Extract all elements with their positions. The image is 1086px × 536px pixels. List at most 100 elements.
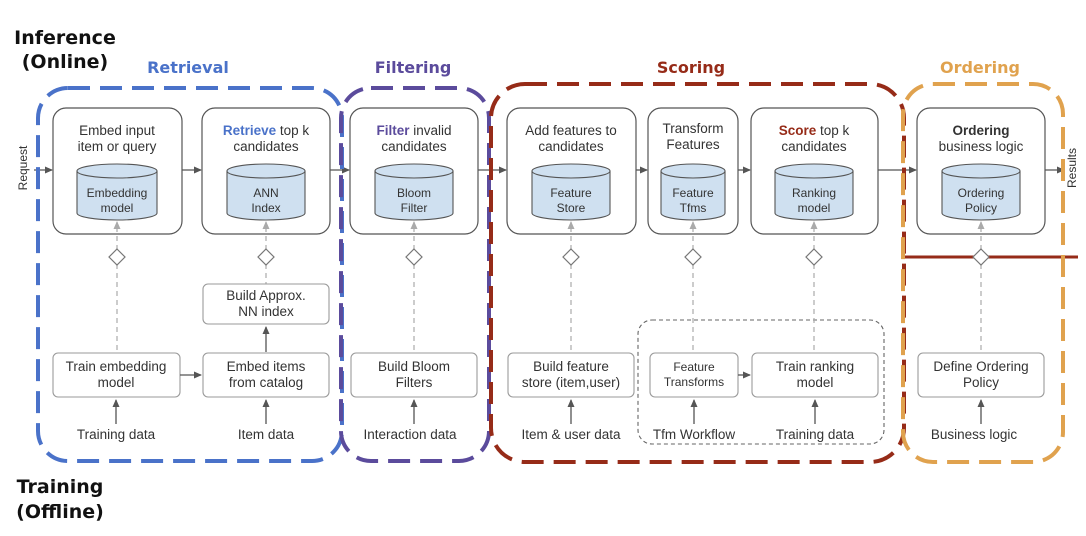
training-heading-line2: (Offline) (16, 501, 104, 523)
component-transform: Transform Features Feature Tfms (647, 107, 739, 235)
filter-keyword: Filter (376, 123, 410, 138)
filter-title-line1: Filter invalid (376, 123, 451, 138)
diamond-markers (108, 248, 990, 266)
feature-tfms-label-1: Feature (672, 186, 714, 200)
feature-transforms-line2: Transforms (664, 375, 724, 389)
source-item-user-data: Item & user data (521, 427, 621, 442)
build-bloom-line2: Filters (396, 375, 433, 390)
stage-boundary-ordering (901, 82, 1065, 464)
diamond-marker (257, 248, 275, 266)
features-title-line2: candidates (538, 139, 604, 154)
ann-index-label-1: ANN (253, 186, 278, 200)
embed-items-line2: from catalog (229, 375, 303, 390)
build-bloom-line1: Build Bloom (378, 359, 450, 374)
training-embed-items: Embed items from catalog (202, 352, 330, 398)
component-ordering: Ordering business logic Ordering Policy (916, 107, 1046, 235)
diamond-marker (805, 248, 823, 266)
stage-title-retrieval: Retrieval (147, 58, 229, 77)
ordering-policy-label-1: Ordering (958, 186, 1005, 200)
diamond-marker (972, 248, 990, 266)
component-retrieve: Retrieve top k candidates ANN Index (201, 107, 331, 235)
score-title-line2: candidates (781, 139, 847, 154)
source-training-data: Training data (77, 427, 156, 442)
feature-store-label-2: Store (557, 201, 586, 215)
stage-title-ordering: Ordering (940, 58, 1020, 77)
filter-title-line2: candidates (381, 139, 447, 154)
retrieve-keyword: Retrieve (223, 123, 277, 138)
source-business-logic: Business logic (931, 427, 1018, 442)
transform-title-line1: Transform (662, 121, 723, 136)
build-ann-line2: NN index (238, 304, 294, 319)
component-features: Add features to candidates Feature Store (506, 107, 637, 235)
retrieve-title-line2: candidates (233, 139, 299, 154)
stage-title-filtering: Filtering (375, 58, 452, 77)
database-icon (531, 163, 611, 221)
component-score: Score top k candidates Ranking model (750, 107, 879, 235)
retrieve-title-line1: Retrieve top k (223, 123, 310, 138)
build-feature-store-line2: store (item,user) (522, 375, 620, 390)
bloom-filter-label-2: Filter (401, 201, 428, 215)
feature-transforms-line1: Feature (673, 360, 715, 374)
dashed-connectors (113, 221, 985, 352)
embed-title-line1: Embed input (79, 123, 155, 138)
component-filter: Filter invalid candidates Bloom Filter (349, 107, 479, 235)
database-icon (941, 163, 1021, 221)
embedding-model-label-2: model (101, 201, 134, 215)
training-heading-line1: Training (17, 476, 104, 498)
diamond-marker (684, 248, 702, 266)
ann-index-label-2: Index (251, 201, 280, 215)
training-train-embedding: Train embedding model (52, 352, 181, 398)
score-title-rest: top k (816, 123, 849, 138)
diamond-marker (405, 248, 423, 266)
ordering-title-line2: business logic (939, 139, 1024, 154)
training-build-bloom: Build Bloom Filters (350, 352, 478, 398)
feature-store-label-1: Feature (550, 186, 592, 200)
train-ranking-line1: Train ranking (776, 359, 854, 374)
training-build-feature-store: Build feature store (item,user) (507, 352, 635, 398)
feature-tfms-label-2: Tfms (680, 201, 707, 215)
inference-heading-line2: (Online) (22, 51, 108, 73)
embed-items-line1: Embed items (227, 359, 306, 374)
request-label: Request (16, 145, 30, 190)
define-ordering-line2: Policy (963, 375, 999, 390)
training-build-ann: Build Approx. NN index (202, 283, 330, 325)
component-embed: Embed input item or query Embedding mode… (52, 107, 183, 235)
source-tfm-workflow: Tfm Workflow (653, 427, 736, 442)
database-icon (774, 163, 854, 221)
training-define-ordering: Define Ordering Policy (917, 352, 1045, 398)
ordering-keyword: Ordering (952, 123, 1009, 138)
results-label: Results (1065, 148, 1079, 188)
inference-heading-line1: Inference (14, 27, 116, 49)
training-feature-transforms: Feature Transforms (649, 352, 739, 398)
database-icon (374, 163, 454, 221)
ordering-policy-label-2: Policy (965, 201, 997, 215)
features-title-line1: Add features to (525, 123, 617, 138)
diamond-marker (108, 248, 126, 266)
build-feature-store-line1: Build feature (533, 359, 609, 374)
train-embedding-line1: Train embedding (66, 359, 167, 374)
stage-boundary-retrieval (36, 86, 344, 463)
transform-title-line2: Features (666, 137, 720, 152)
source-interaction-data: Interaction data (363, 427, 457, 442)
source-item-data: Item data (238, 427, 295, 442)
diamond-marker (562, 248, 580, 266)
database-icon (226, 163, 306, 221)
data-source-arrows (112, 399, 985, 424)
build-ann-line1: Build Approx. (226, 288, 306, 303)
ranking-model-label-2: model (798, 201, 831, 215)
train-embedding-line2: model (98, 375, 135, 390)
training-train-ranking: Train ranking model (751, 352, 879, 398)
bloom-filter-label-1: Bloom (397, 186, 431, 200)
train-ranking-line2: model (797, 375, 834, 390)
filter-title-rest: invalid (409, 123, 451, 138)
database-icon (660, 163, 726, 221)
ranking-model-label-1: Ranking (792, 186, 836, 200)
retrieve-title-rest: top k (276, 123, 309, 138)
define-ordering-line1: Define Ordering (933, 359, 1028, 374)
embedding-model-label-1: Embedding (87, 186, 148, 200)
score-keyword: Score (779, 123, 817, 138)
score-title-line1: Score top k (779, 123, 850, 138)
embed-title-line2: item or query (78, 139, 157, 154)
source-training-data-2: Training data (776, 427, 855, 442)
